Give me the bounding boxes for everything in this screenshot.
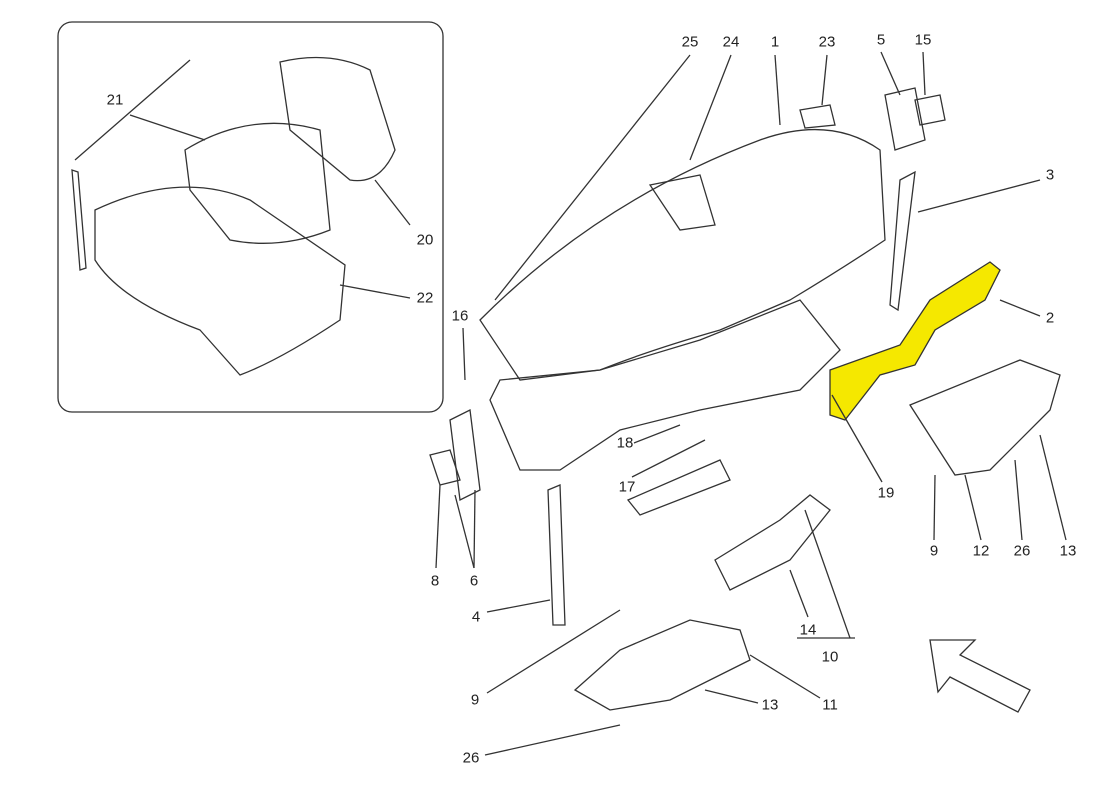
callout-24: 24 bbox=[722, 33, 740, 51]
callout-19: 19 bbox=[877, 484, 895, 502]
callout-26-lower: 26 bbox=[462, 749, 480, 767]
callout-16: 16 bbox=[451, 307, 469, 325]
callout-13: 13 bbox=[1059, 542, 1077, 560]
callout-20: 20 bbox=[416, 231, 434, 249]
callout-15: 15 bbox=[914, 31, 932, 49]
vent-panel-left bbox=[449, 409, 481, 501]
leader-line bbox=[129, 114, 206, 141]
callout-14: 14 bbox=[799, 621, 817, 639]
side-vent-left bbox=[429, 449, 461, 486]
callout-17: 17 bbox=[618, 478, 636, 496]
callout-4: 4 bbox=[471, 608, 481, 626]
callout-13-lower: 13 bbox=[761, 696, 779, 714]
leader-line bbox=[74, 59, 191, 161]
leader-lines bbox=[435, 51, 1067, 756]
callout-23: 23 bbox=[818, 33, 836, 51]
leader-line bbox=[339, 284, 411, 299]
callout-6: 6 bbox=[469, 572, 479, 590]
cluster-hood bbox=[184, 122, 331, 244]
trim-strip bbox=[71, 169, 87, 271]
lower-trim-17 bbox=[626, 459, 731, 516]
dashboard-upper bbox=[479, 128, 886, 381]
steering-column-inset bbox=[57, 21, 444, 413]
callout-12: 12 bbox=[972, 542, 990, 560]
callout-9-lower: 9 bbox=[470, 691, 480, 709]
callout-3: 3 bbox=[1045, 166, 1055, 184]
callout-26: 26 bbox=[1013, 542, 1031, 560]
callout-18: 18 bbox=[616, 434, 634, 452]
callout-1: 1 bbox=[770, 33, 780, 51]
callout-9: 9 bbox=[929, 542, 939, 560]
leader-line bbox=[374, 179, 411, 226]
callout-2: 2 bbox=[1045, 309, 1055, 327]
callout-25: 25 bbox=[681, 33, 699, 51]
callout-8: 8 bbox=[430, 572, 440, 590]
side-vent bbox=[884, 87, 926, 151]
top-speaker bbox=[799, 104, 836, 129]
dashboard-body bbox=[489, 299, 841, 471]
a-pillar-trim-left bbox=[547, 484, 566, 626]
instrument-cluster-cowl bbox=[279, 56, 396, 182]
callout-21: 21 bbox=[106, 91, 124, 109]
direction-arrow bbox=[929, 639, 1031, 713]
callout-5: 5 bbox=[876, 31, 886, 49]
callout-10: 10 bbox=[821, 648, 839, 666]
a-pillar-trim-right bbox=[889, 170, 916, 312]
glovebox-11 bbox=[573, 619, 751, 711]
glovebox-lid-10 bbox=[714, 494, 831, 591]
knee-trim-highlighted bbox=[829, 261, 1001, 421]
callout-22: 22 bbox=[416, 289, 434, 307]
callout-11: 11 bbox=[822, 696, 838, 714]
lower-steering-cover bbox=[94, 186, 346, 376]
defroster-vent bbox=[648, 174, 716, 231]
side-vent-bezel bbox=[914, 94, 946, 126]
glovebox-right bbox=[909, 359, 1061, 476]
